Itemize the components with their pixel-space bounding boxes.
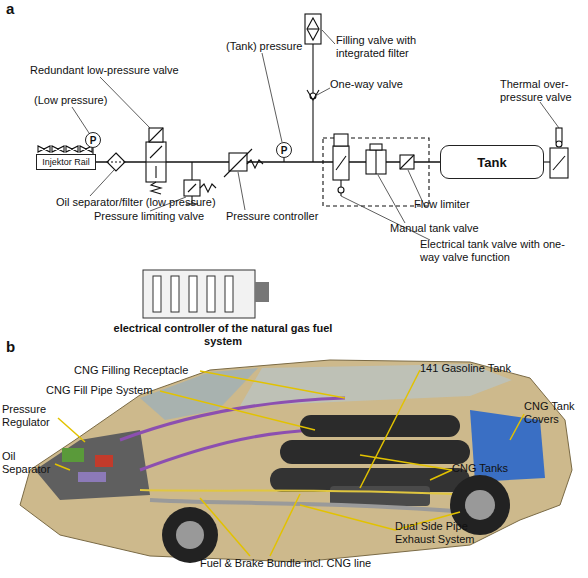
node-text: electrical controller of the natural gas…	[108, 322, 338, 348]
part-label: Manual tank valve	[390, 222, 479, 235]
part-label: Flow limiter	[414, 198, 470, 211]
callout-label: Fuel & Brake Bundle incl. CNG line	[200, 557, 371, 570]
injector-rail: Injektor Rail	[36, 154, 96, 170]
panel-letter: a	[6, 2, 14, 15]
callout-label: CNG Tank Covers	[524, 400, 588, 426]
part-label: (Tank) pressure	[226, 40, 302, 53]
part-label: Electrical tank valve with one-way valve…	[420, 238, 570, 264]
node-text: P	[90, 135, 97, 146]
part-label: Pressure controller	[226, 210, 318, 223]
callout-label: CNG Tanks	[452, 462, 508, 475]
controller-symbol	[143, 270, 269, 318]
panel-letter: b	[6, 340, 15, 353]
callout-label: CNG Fill Pipe System	[46, 384, 152, 397]
controller-box: electrical controller of the natural gas…	[108, 322, 338, 348]
schematic-symbols	[38, 14, 568, 206]
callout-label: CNG Filling Receptacle	[74, 364, 188, 377]
car-illustration	[20, 360, 572, 563]
gas-tank: Tank	[440, 145, 544, 179]
part-label: (Low pressure)	[34, 94, 107, 107]
leader-lines	[72, 30, 559, 240]
part-label: Redundant low-pressure valve	[30, 64, 179, 77]
node-text: Injektor Rail	[42, 157, 90, 167]
part-label: Thermal over-pressure valve	[500, 78, 584, 104]
callout-label: Pressure Regulator	[2, 403, 62, 429]
callout-label: Dual Side Pipe Exhaust System	[395, 520, 495, 546]
node-text: Tank	[477, 155, 506, 170]
callout-label: 141 Gasoline Tank	[420, 362, 511, 375]
callout-label: Oil Separator	[2, 450, 60, 476]
pressure-sensor: P	[85, 132, 101, 148]
part-label: Pressure limiting valve	[94, 210, 204, 223]
pressure-sensor: P	[276, 142, 292, 158]
callout-leaders	[55, 370, 524, 556]
part-label: Filling valve with integrated filter	[336, 34, 428, 60]
part-label: One-way valve	[330, 78, 403, 91]
node-text: P	[281, 145, 288, 156]
part-label: Oil separator/filter (low pressure)	[56, 196, 216, 209]
